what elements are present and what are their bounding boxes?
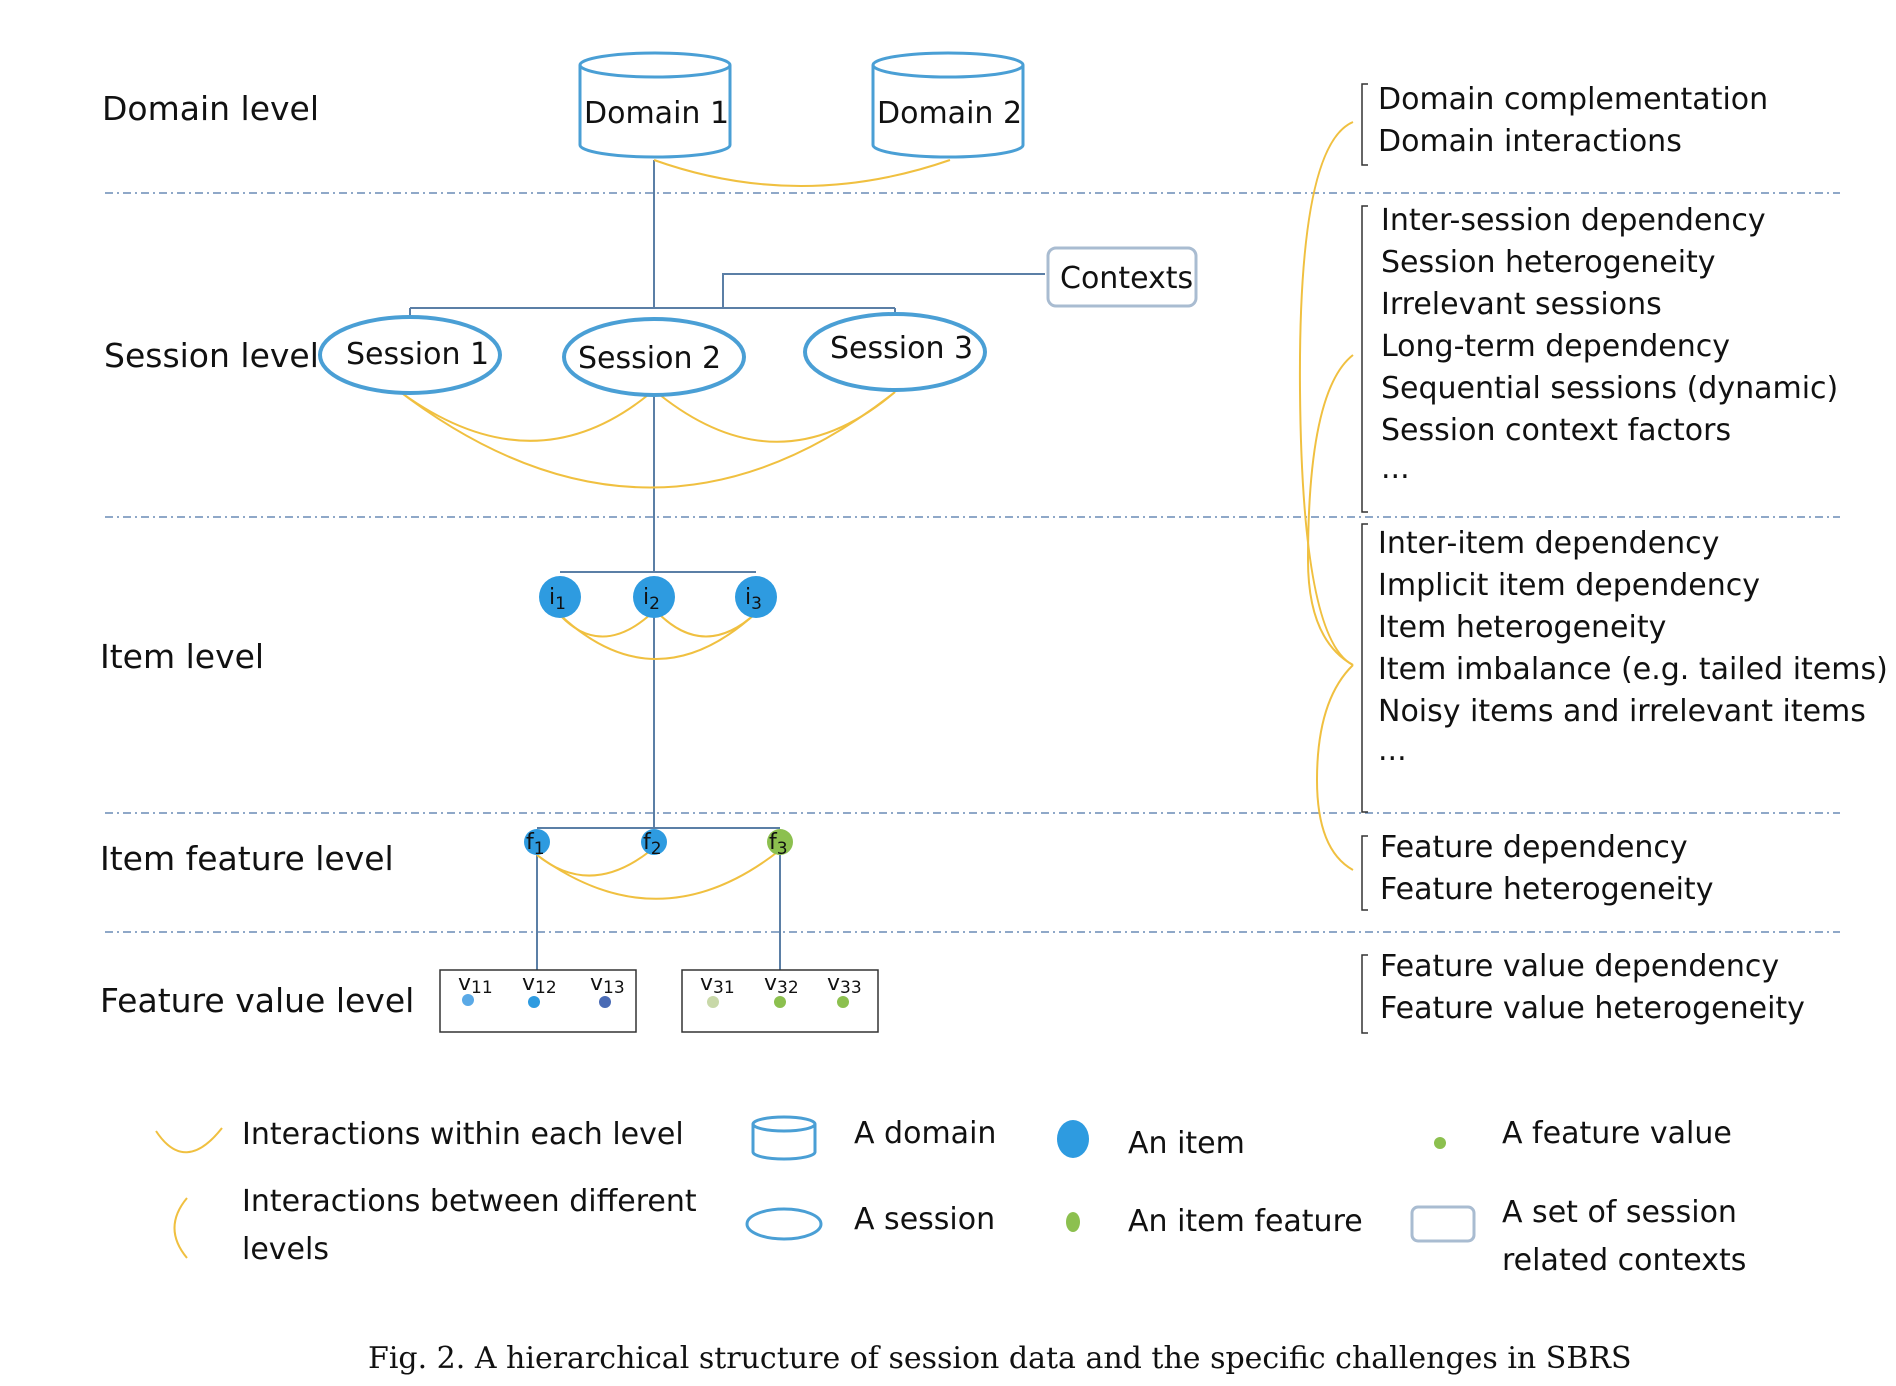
challenges-item: Inter-item dependency Implicit item depe…: [1378, 526, 1888, 768]
svg-text:v11: v11: [458, 971, 493, 998]
level-label-session: Session level: [104, 336, 319, 375]
level-label-item: Item level: [100, 637, 264, 676]
challenge-text: Implicit item dependency: [1378, 568, 1760, 603]
challenge-text: Feature value heterogeneity: [1380, 991, 1805, 1026]
svg-text:f2: f2: [643, 830, 662, 859]
legend-within-label: Interactions within each level: [242, 1117, 684, 1152]
svg-text:i2: i2: [643, 585, 660, 614]
svg-text:v31: v31: [700, 971, 735, 998]
challenges-value: Feature value dependency Feature value h…: [1380, 949, 1805, 1026]
svg-text:v12: v12: [522, 971, 557, 998]
challenge-text: Feature value dependency: [1380, 949, 1779, 984]
item-feature-legend-icon: [1066, 1212, 1080, 1232]
contexts-legend-icon: [1410, 1205, 1476, 1243]
legend-contexts-label-1: A set of session: [1502, 1195, 1737, 1230]
challenge-text: Domain complementation: [1378, 82, 1768, 117]
legend-contexts-label-2: related contexts: [1502, 1243, 1746, 1278]
domain-2-label: Domain 2: [877, 96, 1022, 131]
item-legend-icon: [1057, 1120, 1089, 1158]
legend-domain-label: A domain: [854, 1116, 996, 1151]
svg-text:i3: i3: [745, 585, 762, 614]
legend: Interactions within each level Interacti…: [155, 1115, 1746, 1278]
legend-session-label: A session: [854, 1202, 995, 1237]
session-3: Session 3: [803, 312, 987, 392]
item-1: i1: [539, 576, 581, 618]
domain-legend-icon: [751, 1115, 817, 1161]
value-dot-v11: [462, 994, 474, 1006]
legend-between-label-2: levels: [242, 1232, 329, 1267]
feature-values-f1: v11 v12 v13: [439, 969, 637, 1033]
challenge-text: Noisy items and irrelevant items: [1378, 694, 1866, 729]
challenges-session: Inter-session dependency Session heterog…: [1381, 203, 1838, 486]
level-label-domain: Domain level: [102, 89, 319, 128]
challenge-text: Inter-session dependency: [1381, 203, 1766, 238]
session-legend-icon: [745, 1207, 823, 1241]
challenge-text: Irrelevant sessions: [1381, 287, 1662, 322]
challenge-text: Long-term dependency: [1381, 329, 1730, 364]
item-2: i2: [633, 576, 675, 618]
value-dot-v33: [837, 996, 849, 1008]
svg-text:v32: v32: [764, 971, 799, 998]
challenge-text: ...: [1381, 451, 1410, 486]
legend-item-label: An item: [1128, 1126, 1245, 1161]
domain-1: Domain 1: [578, 51, 732, 159]
challenge-text: Sequential sessions (dynamic): [1381, 371, 1838, 406]
between-interaction-legend-icon: [173, 1197, 188, 1259]
value-dot-v12: [528, 996, 540, 1008]
figure-caption: Fig. 2. A hierarchical structure of sess…: [368, 1341, 1632, 1376]
value-dot-v31: [707, 996, 719, 1008]
feature-2: f2: [641, 829, 667, 859]
contexts-label: Contexts: [1060, 261, 1193, 296]
feature-1: f1: [524, 829, 550, 859]
svg-text:v13: v13: [590, 971, 625, 998]
svg-text:i1: i1: [549, 585, 566, 614]
challenges-domain: Domain complementation Domain interactio…: [1378, 82, 1768, 159]
feature-value-legend-icon: [1434, 1137, 1446, 1149]
domain-2: Domain 2: [871, 51, 1025, 159]
challenge-text: ...: [1378, 733, 1407, 768]
challenge-text: Domain interactions: [1378, 124, 1682, 159]
challenge-text: Session heterogeneity: [1381, 245, 1716, 280]
contexts-box: Contexts: [1046, 246, 1198, 308]
challenges-feature: Feature dependency Feature heterogeneity: [1380, 830, 1713, 907]
challenge-brackets: [1361, 83, 1368, 1034]
session-1: Session 1: [318, 315, 502, 395]
svg-text:f3: f3: [769, 830, 788, 859]
challenge-text: Item imbalance (e.g. tailed items): [1378, 652, 1888, 687]
within-interaction-legend-icon: [155, 1127, 223, 1154]
feature-3: f3: [767, 829, 793, 859]
session-2: Session 2: [562, 317, 746, 397]
between-level-interactions: [1298, 121, 1354, 871]
challenge-text: Feature dependency: [1380, 830, 1688, 865]
legend-item-feature-label: An item feature: [1128, 1204, 1363, 1239]
challenge-text: Inter-item dependency: [1378, 526, 1719, 561]
domain-1-label: Domain 1: [584, 96, 729, 131]
value-dot-v13: [599, 996, 611, 1008]
challenge-text: Session context factors: [1381, 413, 1731, 448]
legend-between-label-1: Interactions between different: [242, 1184, 697, 1219]
challenge-text: Feature heterogeneity: [1380, 872, 1713, 907]
svg-text:f1: f1: [526, 830, 545, 859]
tree-lines: [409, 160, 1045, 970]
value-dot-v32: [774, 996, 786, 1008]
level-label-feature-value: Feature value level: [100, 981, 414, 1020]
item-3: i3: [735, 576, 777, 618]
svg-text:v33: v33: [827, 971, 862, 998]
legend-feature-value-label: A feature value: [1502, 1116, 1732, 1151]
level-label-item-feature: Item feature level: [100, 839, 394, 878]
challenge-text: Item heterogeneity: [1378, 610, 1666, 645]
session-3-label: Session 3: [830, 331, 973, 366]
session-2-label: Session 2: [578, 341, 721, 376]
session-1-label: Session 1: [346, 337, 489, 372]
level-separators: [105, 192, 1840, 933]
feature-values-f3: v31 v32 v33: [681, 969, 879, 1033]
